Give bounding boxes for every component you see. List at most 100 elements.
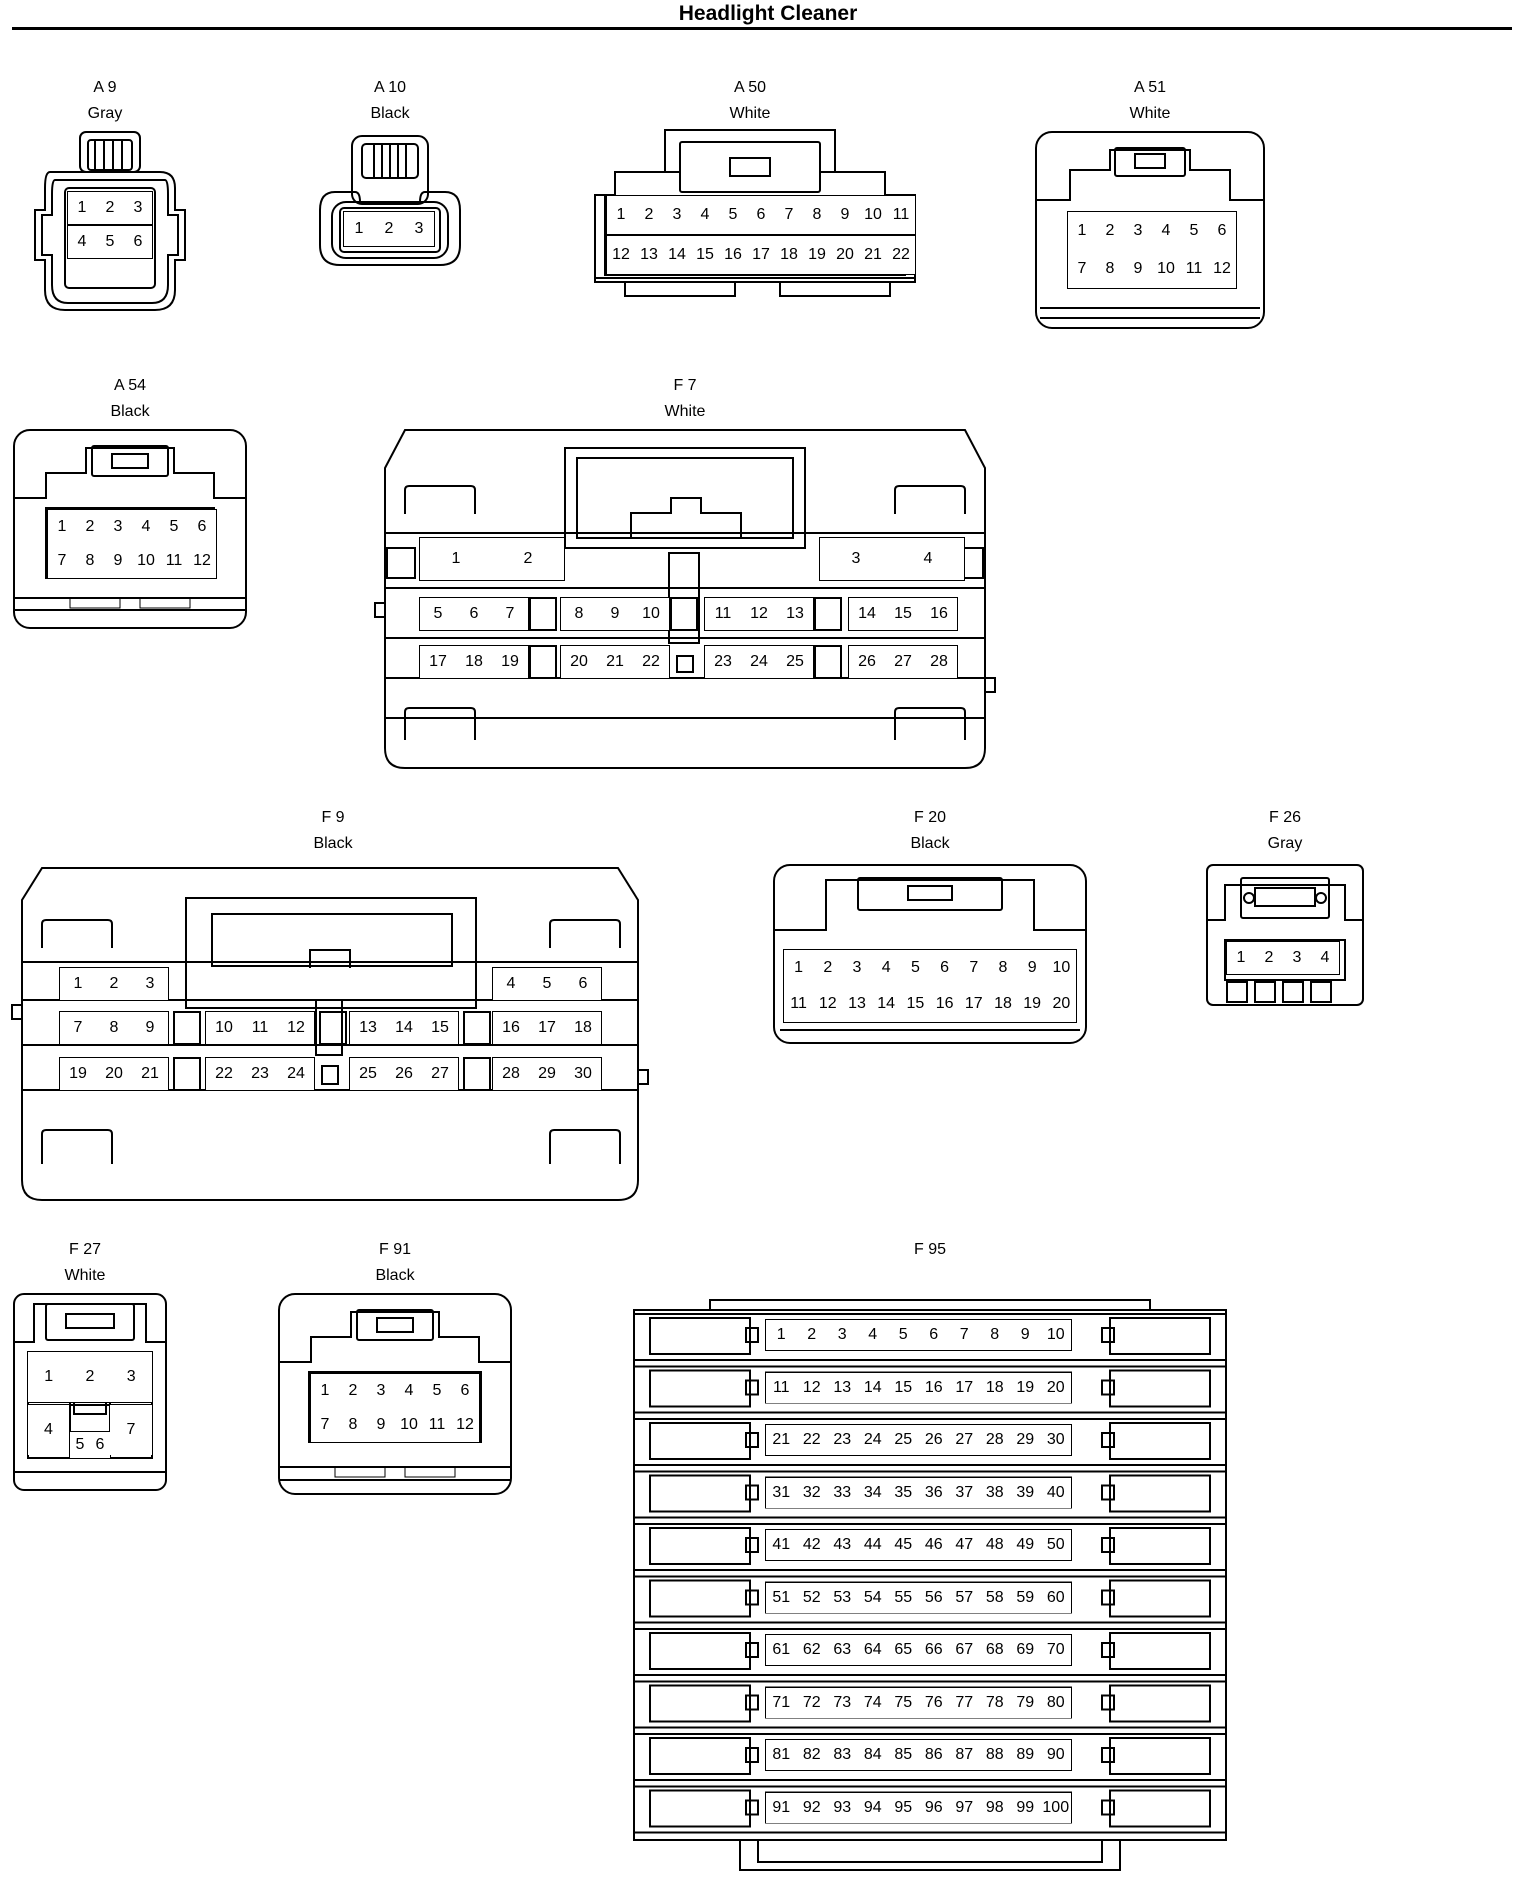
pin-11: 11 xyxy=(784,986,814,1022)
pin-37: 37 xyxy=(949,1477,980,1508)
pin-19: 19 xyxy=(1010,1372,1041,1403)
pin-7: 7 xyxy=(110,1405,152,1455)
connector-color: White xyxy=(64,1267,106,1284)
pin-9: 9 xyxy=(104,544,132,578)
pin-2: 2 xyxy=(69,1352,111,1402)
pin-10: 10 xyxy=(1046,950,1076,986)
pin-5: 5 xyxy=(160,510,188,544)
pin-9: 9 xyxy=(1124,250,1152,288)
pin-39: 39 xyxy=(1010,1477,1041,1508)
connector-code: F 7 xyxy=(673,377,697,394)
pin-2: 2 xyxy=(374,212,404,246)
pin-14: 14 xyxy=(663,236,691,274)
pin-40: 40 xyxy=(1040,1477,1071,1508)
pin-81: 81 xyxy=(766,1740,797,1770)
pin-2: 2 xyxy=(96,968,132,1000)
pin-32: 32 xyxy=(796,1477,827,1508)
pin-26: 26 xyxy=(386,1058,422,1090)
pin-82: 82 xyxy=(796,1740,827,1770)
pin-24: 24 xyxy=(278,1058,314,1090)
pin-26: 26 xyxy=(918,1425,949,1455)
pin-31: 31 xyxy=(766,1477,797,1508)
pin-6: 6 xyxy=(124,226,152,258)
pin-4: 4 xyxy=(395,1374,423,1408)
pin-3: 3 xyxy=(1124,212,1152,250)
pin-44: 44 xyxy=(857,1530,888,1560)
pin-20: 20 xyxy=(831,236,859,274)
pin-23: 23 xyxy=(242,1058,278,1090)
pin-54: 54 xyxy=(857,1582,888,1613)
pin-50: 50 xyxy=(1040,1530,1071,1560)
pin-8: 8 xyxy=(96,1012,132,1044)
pin-27: 27 xyxy=(949,1425,980,1455)
pin-8: 8 xyxy=(803,196,831,234)
pin-3: 3 xyxy=(104,510,132,544)
pin-1: 1 xyxy=(48,510,76,544)
pin-28: 28 xyxy=(493,1058,529,1090)
pin-13: 13 xyxy=(635,236,663,274)
pin-18: 18 xyxy=(988,986,1018,1022)
pin-19: 19 xyxy=(492,646,528,678)
pin-17: 17 xyxy=(959,986,989,1022)
pin-4: 4 xyxy=(132,510,160,544)
pin-11: 11 xyxy=(1180,250,1208,288)
pin-6: 6 xyxy=(90,1432,110,1458)
pin-17: 17 xyxy=(420,646,456,678)
connector-color: White xyxy=(664,403,706,420)
pin-3: 3 xyxy=(827,1320,858,1350)
pin-88: 88 xyxy=(979,1740,1010,1770)
pin-4: 4 xyxy=(691,196,719,234)
pin-1: 1 xyxy=(68,192,96,224)
pin-12: 12 xyxy=(278,1012,314,1044)
pin-13: 13 xyxy=(777,598,813,630)
pin-49: 49 xyxy=(1010,1530,1041,1560)
pin-1: 1 xyxy=(1227,942,1255,974)
pin-20: 20 xyxy=(1040,1372,1071,1403)
pin-55: 55 xyxy=(888,1582,919,1613)
pin-4: 4 xyxy=(857,1320,888,1350)
pin-8: 8 xyxy=(76,544,104,578)
pin-42: 42 xyxy=(796,1530,827,1560)
pin-3: 3 xyxy=(1283,942,1311,974)
pin-98: 98 xyxy=(979,1792,1010,1823)
pin-11: 11 xyxy=(705,598,741,630)
pin-1: 1 xyxy=(28,1352,70,1402)
pin-14: 14 xyxy=(871,986,901,1022)
connector-code: A 50 xyxy=(733,79,767,96)
pin-38: 38 xyxy=(979,1477,1010,1508)
pin-23: 23 xyxy=(827,1425,858,1455)
pin-34: 34 xyxy=(857,1477,888,1508)
pin-80: 80 xyxy=(1040,1687,1071,1718)
pin-13: 13 xyxy=(350,1012,386,1044)
pin-57: 57 xyxy=(949,1582,980,1613)
pin-12: 12 xyxy=(741,598,777,630)
pin-1: 1 xyxy=(311,1374,339,1408)
pin-73: 73 xyxy=(827,1687,858,1718)
pin-22: 22 xyxy=(796,1425,827,1455)
connector-code: A 10 xyxy=(373,79,407,96)
pin-100: 100 xyxy=(1040,1792,1071,1823)
connector-color: Black xyxy=(110,403,150,420)
pin-8: 8 xyxy=(1096,250,1124,288)
pin-36: 36 xyxy=(918,1477,949,1508)
pin-29: 29 xyxy=(1010,1425,1041,1455)
pin-2: 2 xyxy=(76,510,104,544)
connector-color: Black xyxy=(313,835,353,852)
pin-5: 5 xyxy=(529,968,565,1000)
pin-24: 24 xyxy=(741,646,777,678)
connector-code: F 27 xyxy=(68,1241,101,1258)
pin-11: 11 xyxy=(423,1408,451,1442)
pin-12: 12 xyxy=(796,1372,827,1403)
pin-70: 70 xyxy=(1040,1635,1071,1665)
pin-35: 35 xyxy=(888,1477,919,1508)
